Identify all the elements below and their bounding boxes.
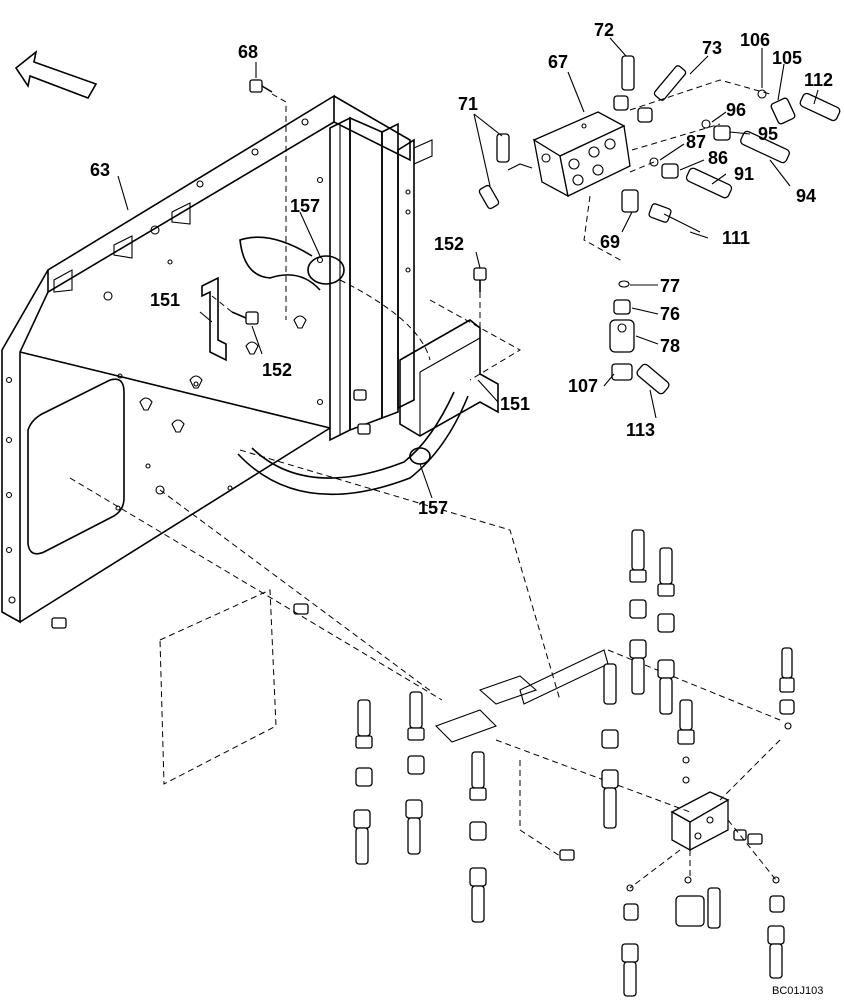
leader-lines xyxy=(117,37,819,499)
callout-106: 106 xyxy=(740,30,770,50)
callout-72: 72 xyxy=(594,20,614,40)
callout-151-left: 151 xyxy=(150,290,180,310)
callout-151-right: 151 xyxy=(500,394,530,414)
callout-63: 63 xyxy=(90,160,110,180)
bracket-151-right xyxy=(399,299,521,437)
callout-71: 71 xyxy=(458,94,478,114)
callout-77: 77 xyxy=(660,276,680,296)
lower-hoses xyxy=(353,529,795,997)
check-valve-assembly xyxy=(609,280,670,395)
callout-91: 91 xyxy=(734,164,754,184)
direction-arrow-icon xyxy=(14,50,98,99)
hose-157 xyxy=(237,236,469,496)
callout-68: 68 xyxy=(238,42,258,62)
callout-107: 107 xyxy=(568,376,598,396)
valve-fittings xyxy=(478,55,841,263)
callout-86: 86 xyxy=(708,148,728,168)
callout-78: 78 xyxy=(660,336,680,356)
callout-94: 94 xyxy=(796,186,816,206)
callout-152-lower: 152 xyxy=(262,360,292,380)
diagram-code: BC01J103 xyxy=(772,985,823,997)
callout-112: 112 xyxy=(804,70,833,90)
frame-panel xyxy=(1,94,411,624)
callout-76: 76 xyxy=(660,304,680,324)
callout-67: 67 xyxy=(548,52,568,72)
callout-labels: 63 68 67 71 72 73 106 105 112 96 95 87 8… xyxy=(90,20,833,518)
callout-113: 113 xyxy=(626,420,655,440)
callout-95: 95 xyxy=(758,124,778,144)
callout-73: 73 xyxy=(702,38,722,58)
callout-69: 69 xyxy=(600,232,620,252)
callout-157-lower: 157 xyxy=(418,498,448,518)
callout-87: 87 xyxy=(686,132,706,152)
bolt-68 xyxy=(249,79,287,320)
control-valve-67 xyxy=(532,111,631,198)
callout-105: 105 xyxy=(772,48,802,68)
callout-157-upper: 157 xyxy=(290,196,320,216)
cover-plate xyxy=(69,449,561,785)
callout-111: 111 xyxy=(722,228,750,248)
callout-96: 96 xyxy=(726,100,746,120)
bracket-151-left xyxy=(201,276,227,362)
bolt-152-lower xyxy=(211,295,259,325)
manifold-block xyxy=(670,791,730,852)
frame-bolts xyxy=(51,389,371,629)
frame-posts xyxy=(316,116,433,442)
bolt-152-upper xyxy=(473,267,487,372)
callout-152-upper: 152 xyxy=(434,234,464,254)
